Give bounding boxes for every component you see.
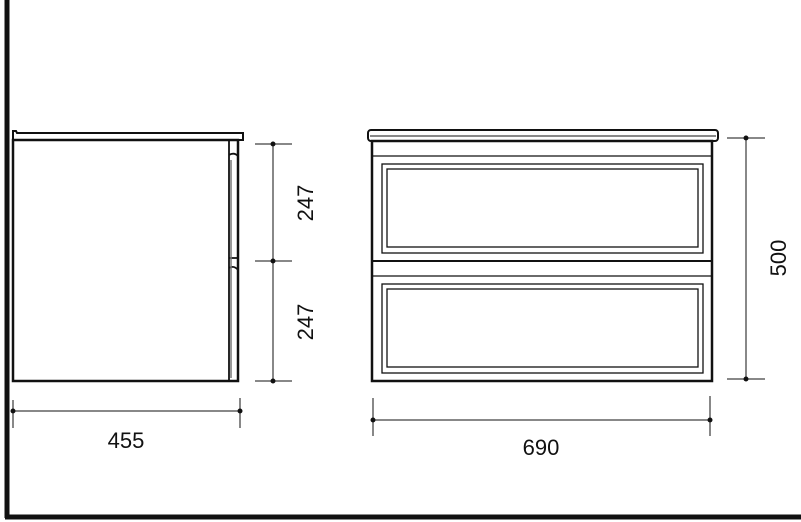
front-view [367,129,765,436]
height-label: 500 [766,240,791,277]
side-view [10,130,292,428]
upper-drawer-panel[interactable] [381,163,704,254]
width-label: 690 [523,435,560,460]
depth-label: 455 [108,428,145,453]
side-drawer-fronts [228,141,239,382]
side-body [11,138,240,383]
lower-drawer-height-label: 247 [293,304,318,341]
upper-drawer-height-label: 247 [293,185,318,222]
lower-drawer-panel[interactable] [381,283,704,374]
side-countertop [12,130,244,141]
